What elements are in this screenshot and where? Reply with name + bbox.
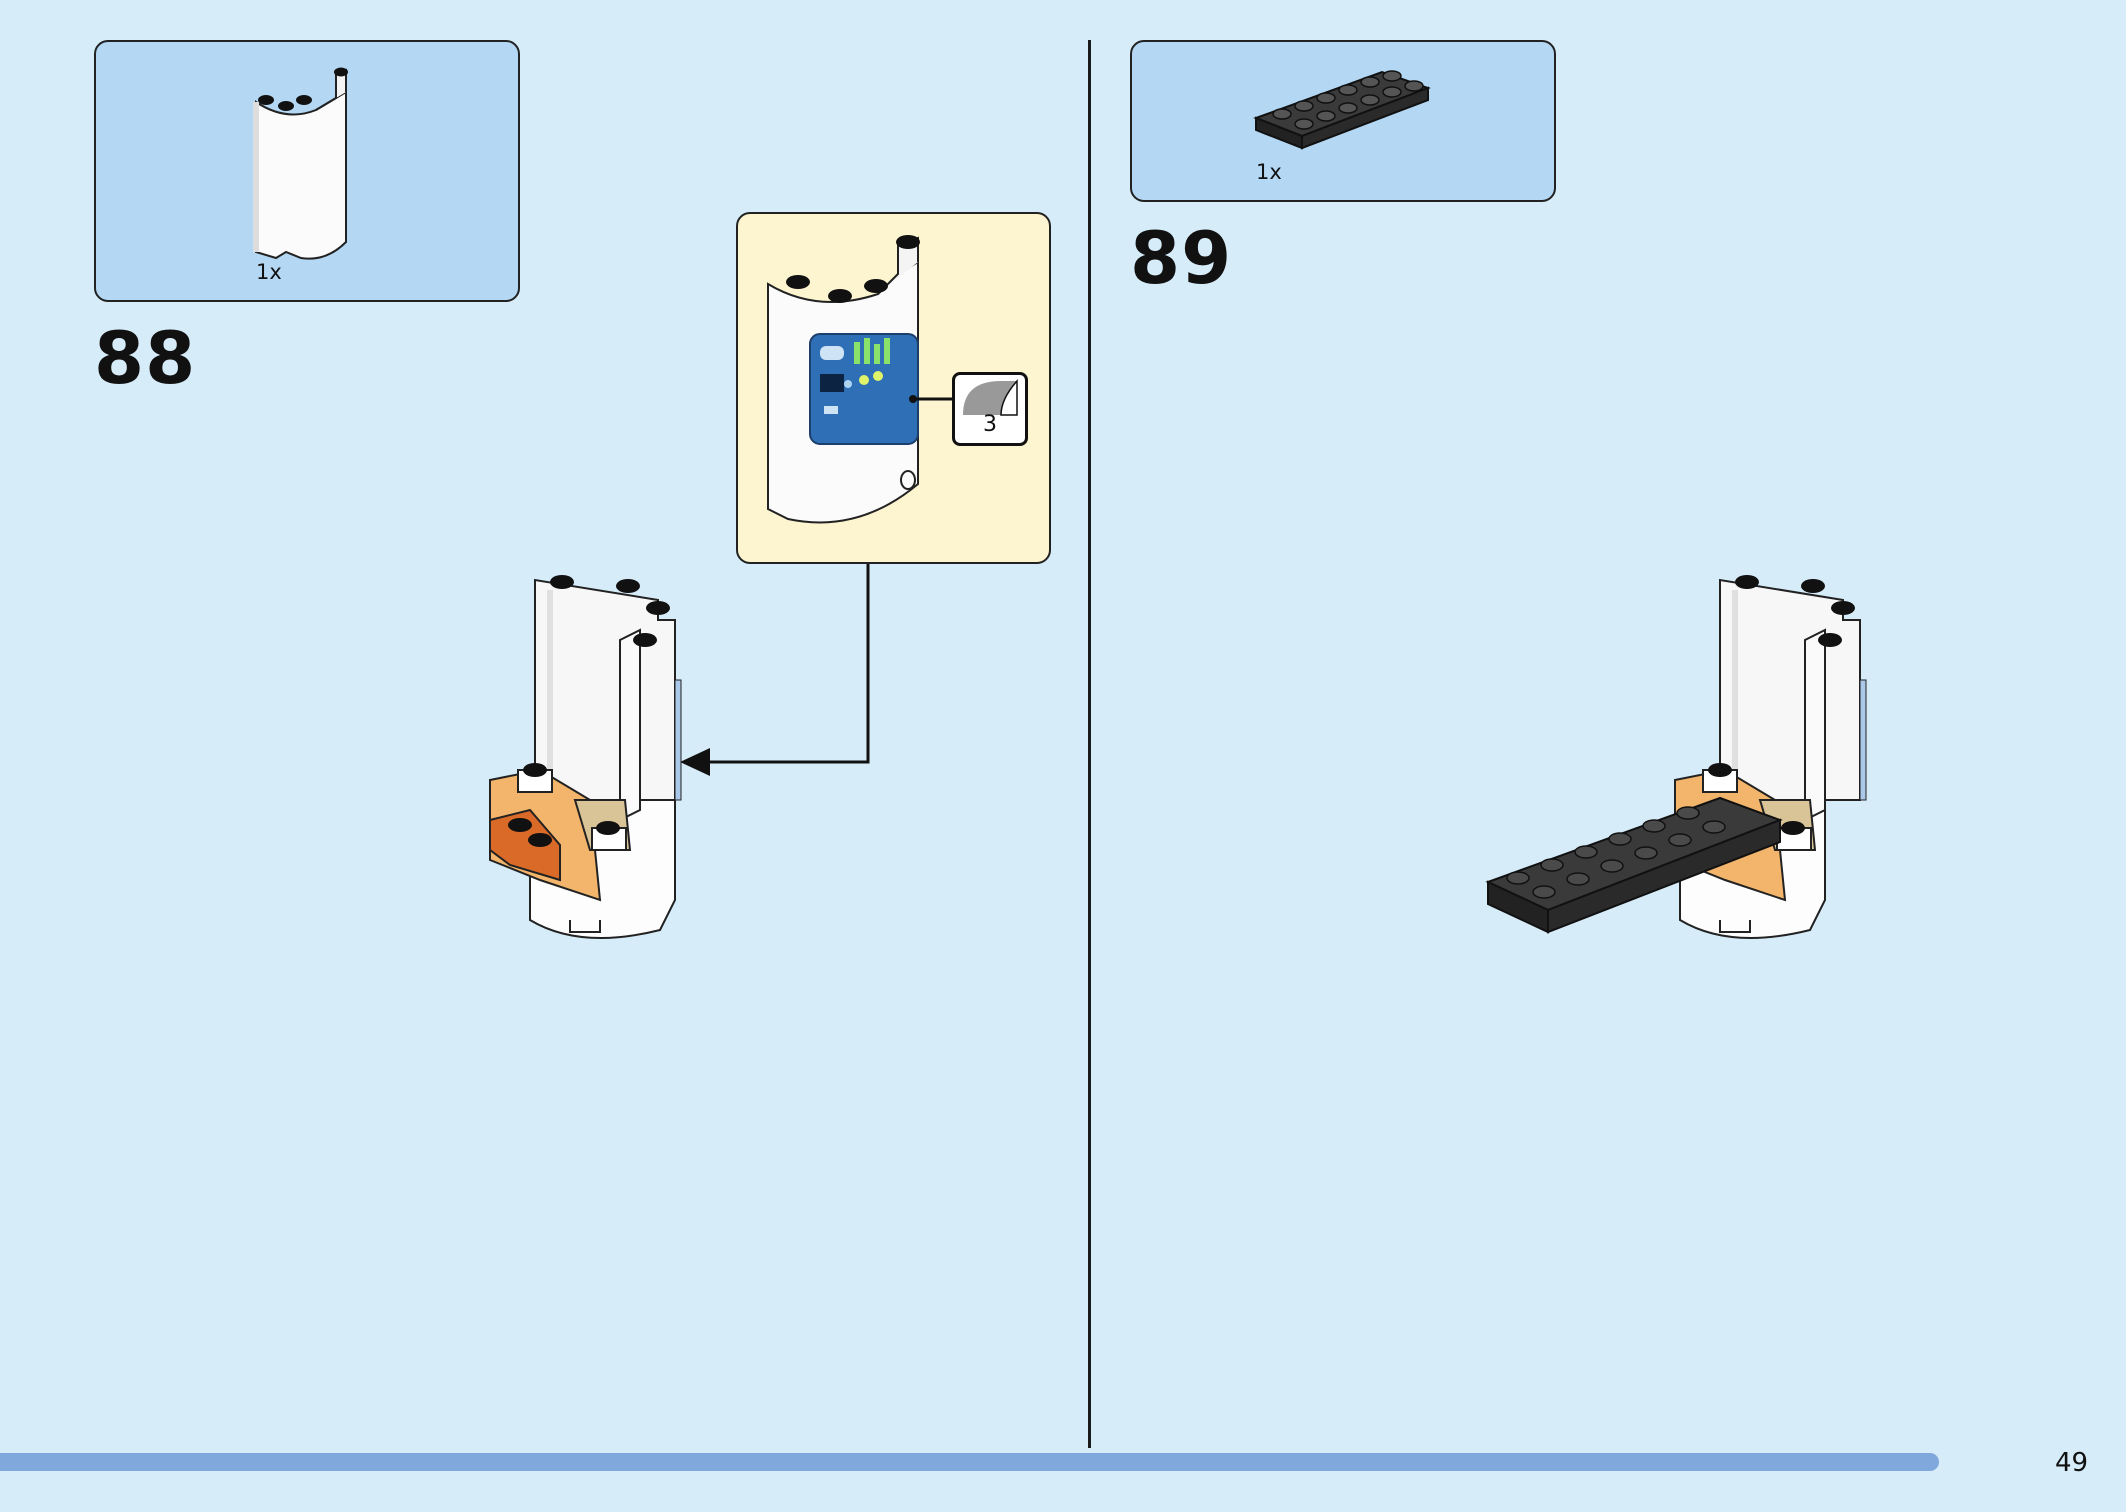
sticker-badge: 3 <box>952 372 1028 446</box>
sticker-sheet-icon <box>963 379 1018 416</box>
sticker-callout-box: 3 <box>736 212 1051 564</box>
step-88-model-image <box>489 575 682 939</box>
step-89-number: 89 <box>1130 216 1233 300</box>
white-curved-panel-icon <box>253 67 348 260</box>
page-divider <box>1088 40 1091 1448</box>
progress-bar-fill <box>0 1453 1939 1471</box>
step-89-parts-box: 1x <box>1130 40 1556 202</box>
sticker-applied-panel-image <box>767 235 920 524</box>
step-88-parts-box: 1x <box>94 40 520 302</box>
page-number: 49 <box>2055 1448 2089 1478</box>
progress-bar <box>0 1453 2030 1471</box>
sticker-number: 3 <box>983 412 997 437</box>
step-88-part-quantity: 1x <box>256 260 282 284</box>
step-89-part-quantity: 1x <box>1256 160 1282 184</box>
step-88-number: 88 <box>94 316 197 400</box>
black-plate-2x6-icon <box>1253 70 1431 150</box>
step-89-model-image <box>1485 575 1867 939</box>
callout-arrow <box>680 564 870 776</box>
